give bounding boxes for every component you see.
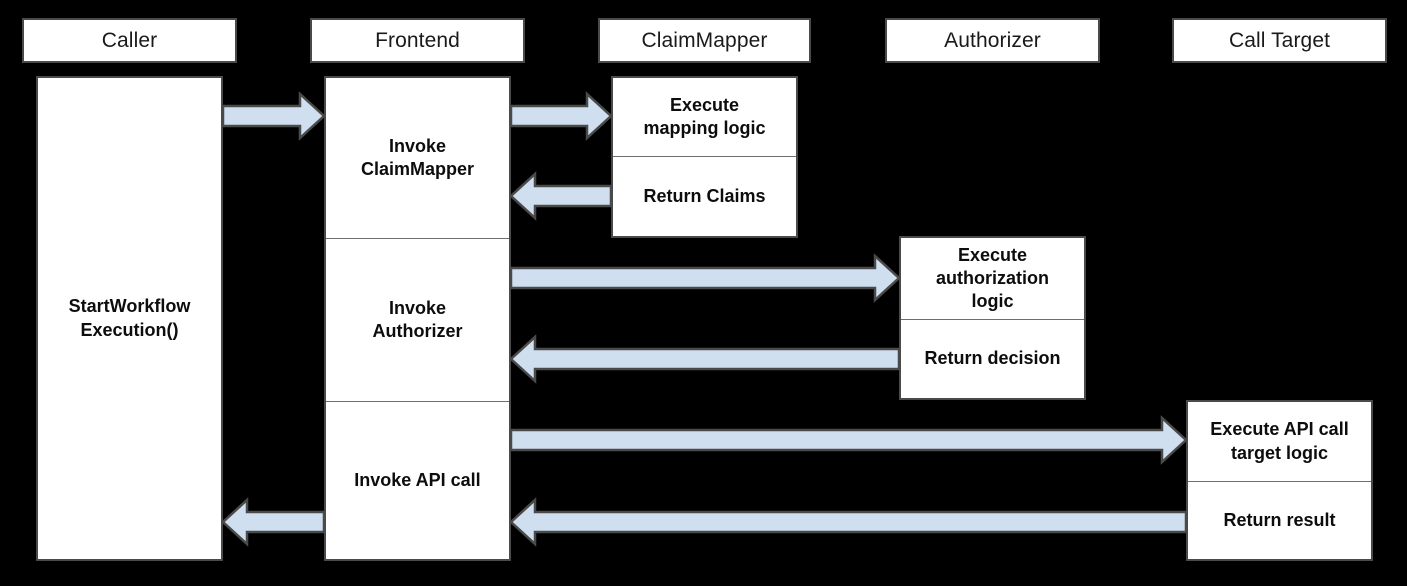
- lane-header-caller: Caller: [22, 18, 237, 63]
- lane-header-authorizer-label: Authorizer: [944, 28, 1041, 52]
- arrow-claimmapper-to-frontend: [509, 171, 613, 221]
- activation-claimmapper: Execute mapping logic Return Claims: [611, 76, 798, 238]
- activation-authorizer: Execute authorization logic Return decis…: [899, 236, 1086, 400]
- activation-claimmapper-segment-1-label: Return Claims: [643, 185, 766, 206]
- activation-authorizer-segment-0: Execute authorization logic: [901, 238, 1084, 320]
- activation-caller: StartWorkflow Execution(): [36, 76, 223, 561]
- activation-authorizer-segment-1-label: Return decision: [924, 348, 1061, 369]
- lane-header-frontend-label: Frontend: [375, 28, 460, 52]
- arrow-authorizer-to-frontend: [509, 334, 901, 384]
- arrow-calltarget-to-frontend: [509, 497, 1188, 547]
- lane-header-authorizer: Authorizer: [885, 18, 1100, 63]
- activation-frontend-segment-2: Invoke API call: [326, 402, 509, 559]
- activation-frontend-segment-2-label: Invoke API call: [354, 469, 481, 490]
- activation-calltarget-segment-0-label: Execute API call target logic: [1210, 419, 1349, 463]
- arrow-caller-to-frontend: [221, 91, 326, 141]
- arrow-frontend-to-authorizer: [509, 253, 901, 303]
- lane-header-frontend: Frontend: [310, 18, 525, 63]
- arrow-frontend-to-caller: [221, 497, 326, 547]
- activation-frontend-segment-0: Invoke ClaimMapper: [326, 78, 509, 239]
- activation-calltarget-segment-0: Execute API call target logic: [1188, 402, 1371, 482]
- lane-header-claimmapper-label: ClaimMapper: [641, 28, 768, 52]
- activation-claimmapper-segment-0: Execute mapping logic: [613, 78, 796, 157]
- activation-frontend-segment-1: Invoke Authorizer: [326, 239, 509, 402]
- activation-frontend-segment-0-label: Invoke ClaimMapper: [360, 135, 475, 179]
- lane-header-calltarget: Call Target: [1172, 18, 1387, 63]
- activation-caller-segment-0-label: StartWorkflow Execution(): [68, 296, 191, 340]
- activation-frontend-segment-1-label: Invoke Authorizer: [372, 297, 463, 341]
- lane-header-calltarget-label: Call Target: [1228, 28, 1331, 52]
- lane-header-caller-label: Caller: [101, 28, 158, 52]
- activation-authorizer-segment-1: Return decision: [901, 320, 1084, 398]
- arrow-frontend-to-calltarget: [509, 415, 1188, 465]
- activation-calltarget-segment-1: Return result: [1188, 482, 1371, 559]
- activation-claimmapper-segment-0-label: Execute mapping logic: [643, 94, 766, 138]
- activation-claimmapper-segment-1: Return Claims: [613, 157, 796, 236]
- activation-frontend: Invoke ClaimMapper Invoke Authorizer Inv…: [324, 76, 511, 561]
- activation-calltarget-segment-1-label: Return result: [1223, 509, 1336, 530]
- activation-authorizer-segment-0-label: Execute authorization logic: [936, 244, 1049, 312]
- lane-header-claimmapper: ClaimMapper: [598, 18, 811, 63]
- activation-calltarget: Execute API call target logic Return res…: [1186, 400, 1373, 561]
- activation-caller-segment-0: StartWorkflow Execution(): [38, 78, 221, 559]
- arrow-frontend-to-claimmapper: [509, 91, 613, 141]
